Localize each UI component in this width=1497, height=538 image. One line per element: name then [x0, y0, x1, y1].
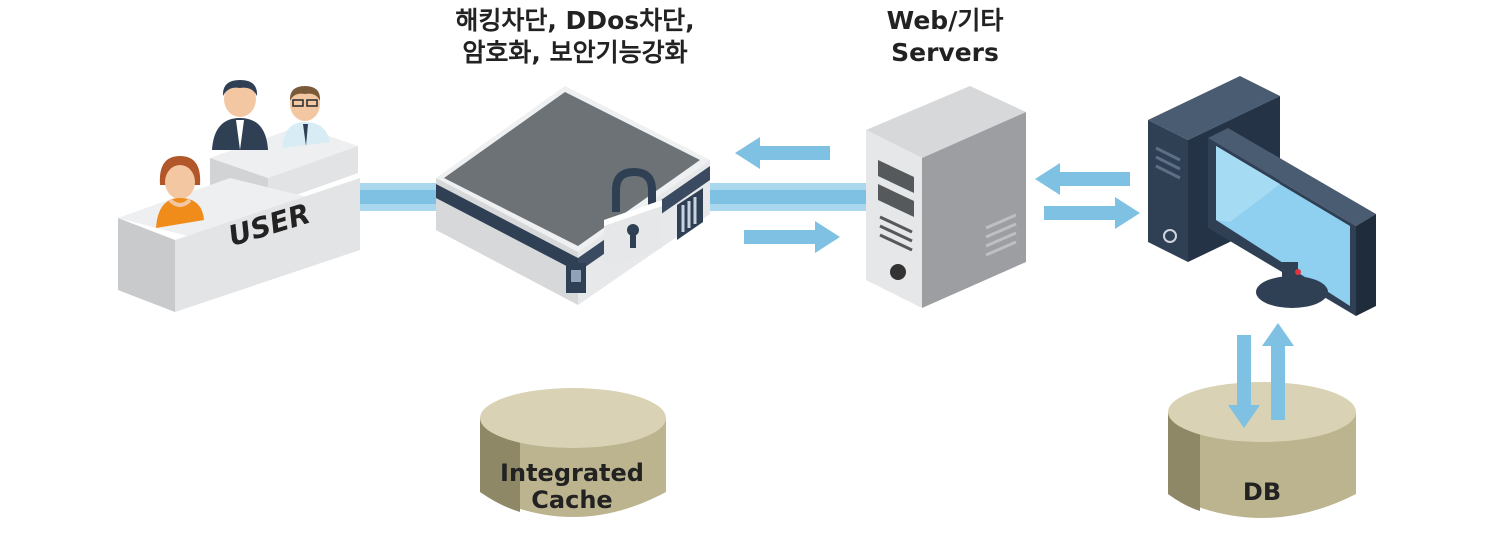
secure-appliance-icon: [436, 86, 710, 305]
vent-grille-icon: [677, 188, 703, 240]
database-cylinder-icon: DB: [1168, 382, 1356, 518]
request-arrow-right: [744, 221, 840, 253]
security-label-line2: 암호화, 보안기능강화: [462, 38, 688, 67]
cache-cylinder-icon: Integrated Cache: [480, 388, 666, 517]
padlock-icon: [604, 167, 662, 268]
desktop-computer-icon: [1148, 76, 1376, 316]
response-arrow-left-2: [1035, 163, 1130, 195]
server-tower-icon: [866, 86, 1026, 308]
person-glasses-icon: [282, 86, 330, 148]
request-arrow-right-2: [1044, 197, 1140, 229]
web-servers-label: Web/기타 Servers: [860, 5, 1030, 69]
cache-label-line1: Integrated: [500, 459, 644, 487]
person-dark-suit-icon: [212, 80, 268, 150]
security-label-line1: 해킹차단, DDos차단,: [455, 6, 695, 35]
person-orange-icon: [156, 156, 204, 228]
web-servers-label-line2: Servers: [891, 38, 999, 67]
db-label: DB: [1243, 478, 1281, 506]
db-arrows-overlay: [1228, 380, 1285, 428]
appliance-to-server-link: [700, 183, 870, 211]
user-group-icon: USER: [118, 80, 360, 312]
web-servers-label-line1: Web/기타: [886, 6, 1004, 35]
user-to-appliance-link: [355, 183, 445, 211]
security-label: 해킹차단, DDos차단, 암호화, 보안기능강화: [420, 5, 730, 69]
response-arrow-left: [735, 137, 830, 169]
cache-label-line2: Cache: [531, 486, 612, 514]
